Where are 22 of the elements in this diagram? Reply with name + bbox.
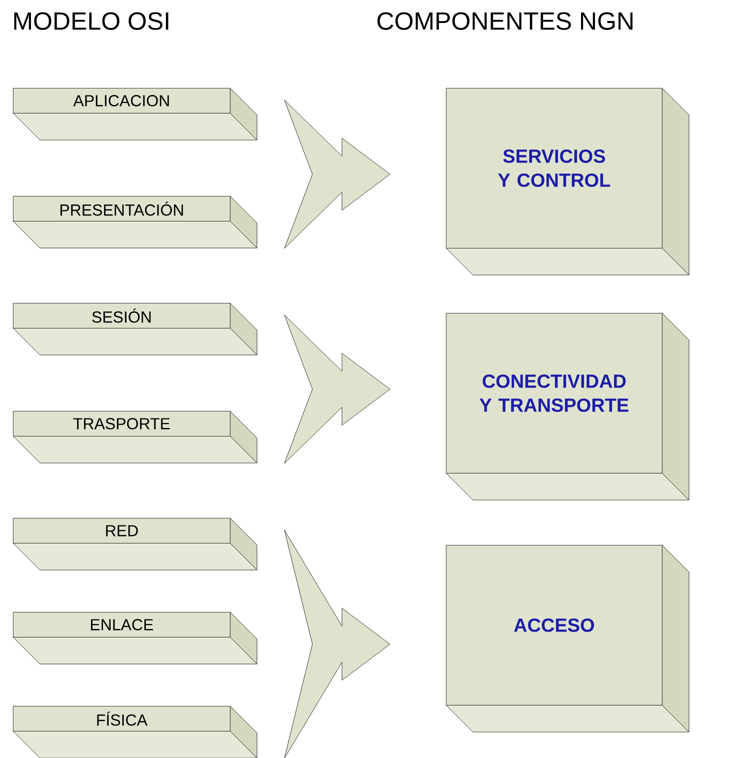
layer-slab: PRESENTACIÓN: [12, 196, 258, 248]
merge-arrow: [284, 530, 390, 758]
component-box: ACCESO: [446, 544, 690, 732]
node-label: TRASPORTE: [73, 418, 170, 430]
node-label: ENLACE: [91, 619, 154, 630]
layer-slab: RED: [12, 518, 258, 570]
node-label: FÍSICA: [97, 712, 148, 726]
component-box: CONECTIVIDAD Y TRANSPORTE: [446, 312, 690, 500]
layer-slab: SESIÓN: [12, 302, 258, 356]
heading: COMPONENTES NGN: [377, 12, 632, 30]
component-box: SERVICIOS Y CONTROL: [446, 88, 690, 276]
merge-arrow: [284, 100, 390, 249]
layer-slab: TRASPORTE: [12, 410, 258, 464]
layer-slab: ENLACE: [12, 612, 258, 664]
heading: MODELO OSI: [14, 12, 168, 30]
node-label: PRESENTACIÓN: [60, 202, 183, 216]
layer-slab: APLICACION: [12, 88, 258, 140]
node-label: APLICACION: [73, 95, 169, 106]
layer-slab: FÍSICA: [12, 706, 258, 758]
node-label: SESIÓN: [92, 308, 151, 323]
merge-arrow: [284, 314, 390, 464]
node-label: RED: [106, 525, 138, 536]
